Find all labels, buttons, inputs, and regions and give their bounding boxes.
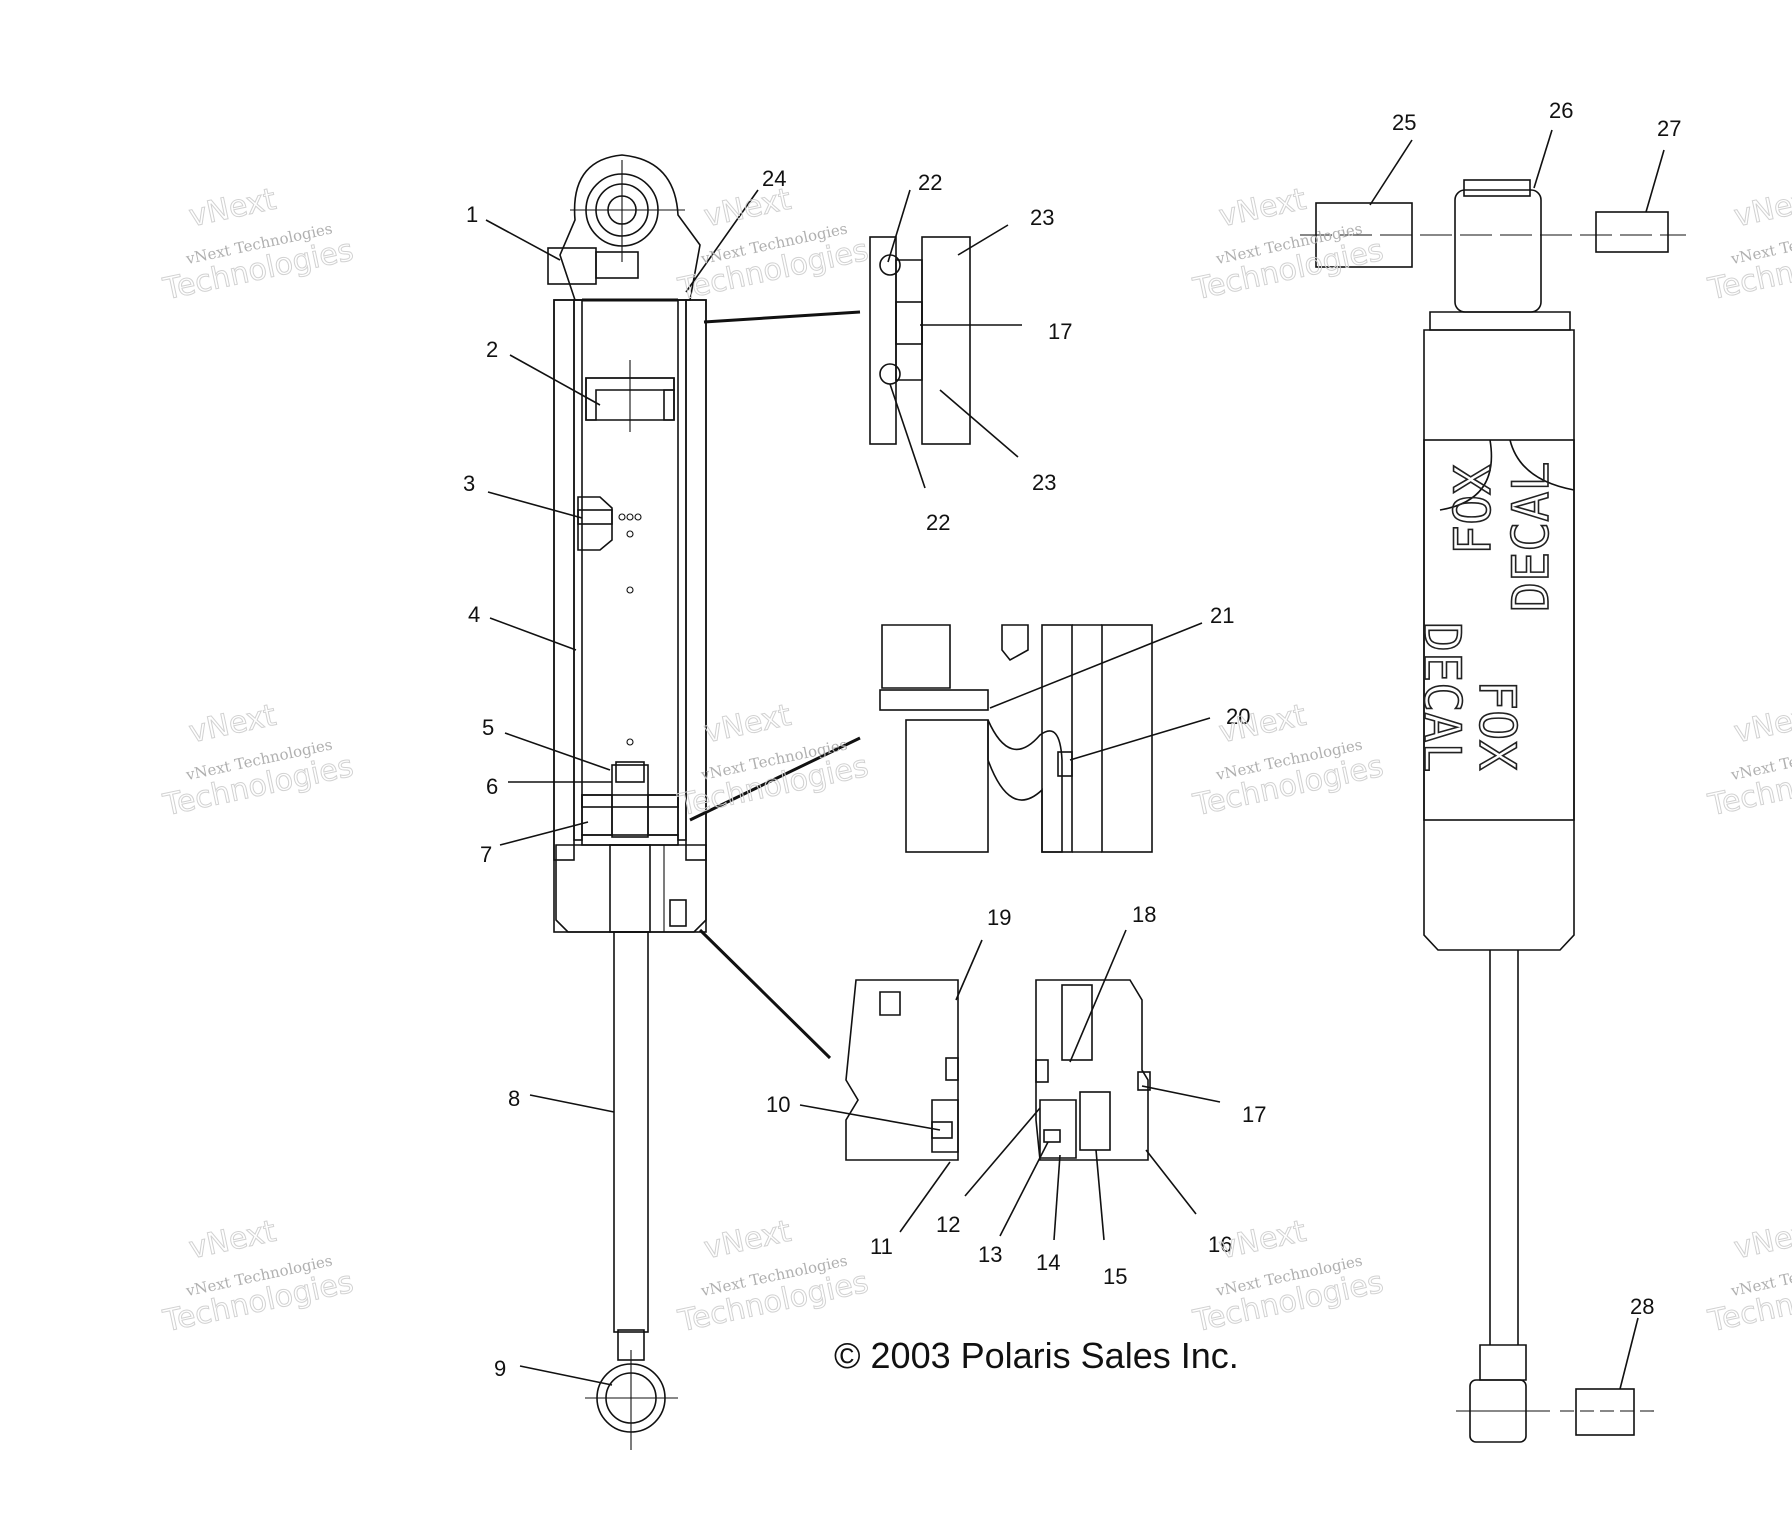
watermark-6: vNext vNext Technologies Technologies xyxy=(674,697,872,824)
watermark-9: vNext vNext Technologies Technologies xyxy=(159,1213,357,1340)
callout-labels: 1 2 3 4 5 6 7 8 9 10 11 12 13 14 15 16 1… xyxy=(463,98,1681,1381)
callout-28: 28 xyxy=(1630,1294,1654,1319)
callout-9: 9 xyxy=(494,1356,506,1381)
spacer-25 xyxy=(1315,202,1413,268)
watermark-3: vNext vNext Technologies Technologies xyxy=(1189,181,1387,308)
callout-14: 14 xyxy=(1036,1250,1060,1275)
shock-exterior-view xyxy=(1300,179,1686,1443)
watermark-line-1: vNext xyxy=(186,698,279,751)
callout-11: 11 xyxy=(870,1234,893,1259)
callout-4: 4 xyxy=(468,602,480,627)
piston-shaft xyxy=(613,931,649,1361)
watermark-line-1: vNext xyxy=(701,698,794,751)
spacer-28 xyxy=(1560,1388,1658,1436)
watermark-line-1: vNext xyxy=(1731,1214,1792,1267)
watermark-7: vNext vNext Technologies Technologies xyxy=(1189,697,1387,824)
callout-18: 18 xyxy=(1132,902,1156,927)
callout-13: 13 xyxy=(978,1242,1002,1267)
callout-6: 6 xyxy=(486,774,498,799)
callout-16: 16 xyxy=(1208,1232,1232,1257)
bottom-end-cap xyxy=(555,844,707,933)
callout-10: 10 xyxy=(766,1092,790,1117)
callout-1: 1 xyxy=(466,202,478,227)
watermark-line-1: vNext xyxy=(1731,182,1792,235)
watermark-2: vNext vNext Technologies Technologies xyxy=(674,181,872,308)
shock-cross-section xyxy=(547,154,861,1450)
copyright-notice: © 2003 Polaris Sales Inc. xyxy=(834,1335,1239,1376)
decal-text-1: FOX xyxy=(1444,465,1502,555)
callout-26: 26 xyxy=(1549,98,1573,123)
callout-22-bottom: 22 xyxy=(926,510,950,535)
decal-text-4: DECAL xyxy=(1413,622,1471,773)
callout-27: 27 xyxy=(1657,116,1681,141)
callout-2: 2 xyxy=(486,337,498,362)
callout-22-top: 22 xyxy=(918,170,942,195)
watermark-line-1: vNext xyxy=(186,182,279,235)
spacer-27 xyxy=(1595,211,1669,253)
watermark-line-1: vNext xyxy=(186,1214,279,1267)
watermark-11: vNext vNext Technologies Technologies xyxy=(1189,1213,1387,1340)
watermark-line-1: vNext xyxy=(1731,698,1792,751)
callout-15: 15 xyxy=(1103,1264,1127,1289)
watermark-1: vNext vNext Technologies Technologies xyxy=(159,181,357,308)
callout-8: 8 xyxy=(508,1086,520,1111)
detail-top-seal xyxy=(869,236,971,445)
callout-25: 25 xyxy=(1392,110,1416,135)
leader-lines xyxy=(485,129,1665,1390)
callout-19: 19 xyxy=(987,905,1011,930)
callout-20: 20 xyxy=(1226,704,1250,729)
callout-23-top: 23 xyxy=(1030,205,1054,230)
watermark-8: vNext vNext Technologies Technologies xyxy=(1704,697,1792,824)
callout-12: 12 xyxy=(936,1212,960,1237)
top-eye-mount xyxy=(547,154,701,301)
detail-pointer-top xyxy=(703,310,861,324)
detail-pointer-middle xyxy=(689,736,861,822)
detail-piston-ring xyxy=(879,624,1153,853)
watermark-grid: vNext vNext Technologies Technologies vN… xyxy=(159,181,1792,1340)
detail-end-cap-left xyxy=(845,979,959,1161)
watermark-4: vNext vNext Technologies Technologies xyxy=(1704,181,1792,308)
decal-text-2: DECAL xyxy=(1502,461,1560,612)
detail-end-cap-right xyxy=(1035,979,1151,1161)
floating-piston xyxy=(585,360,675,432)
watermark-line-1: vNext xyxy=(1216,182,1309,235)
watermark-10: vNext vNext Technologies Technologies xyxy=(674,1213,872,1340)
watermark-line-1: vNext xyxy=(1216,1214,1309,1267)
watermark-line-1: vNext xyxy=(701,182,794,235)
main-piston xyxy=(581,761,679,846)
watermark-line-1: vNext xyxy=(701,1214,794,1267)
detail-pointer-bottom xyxy=(698,928,832,1060)
callout-7: 7 xyxy=(480,842,492,867)
callout-5: 5 xyxy=(482,715,494,740)
watermark-5: vNext vNext Technologies Technologies xyxy=(159,697,357,824)
bottom-eye-mount xyxy=(585,1350,678,1450)
callout-17-bottom: 17 xyxy=(1242,1102,1266,1127)
reservoir-valve xyxy=(577,496,642,746)
callout-21: 21 xyxy=(1210,603,1234,628)
watermark-12: vNext vNext Technologies Technologies xyxy=(1704,1213,1792,1340)
fox-decal: FOX DECAL FOX DECAL xyxy=(1412,461,1561,774)
callout-17-top: 17 xyxy=(1048,319,1072,344)
decal-text-3: FOX xyxy=(1468,680,1526,770)
callout-24: 24 xyxy=(762,166,786,191)
callout-23-bottom: 23 xyxy=(1032,470,1056,495)
shock-body xyxy=(553,298,707,933)
callout-3: 3 xyxy=(463,471,475,496)
